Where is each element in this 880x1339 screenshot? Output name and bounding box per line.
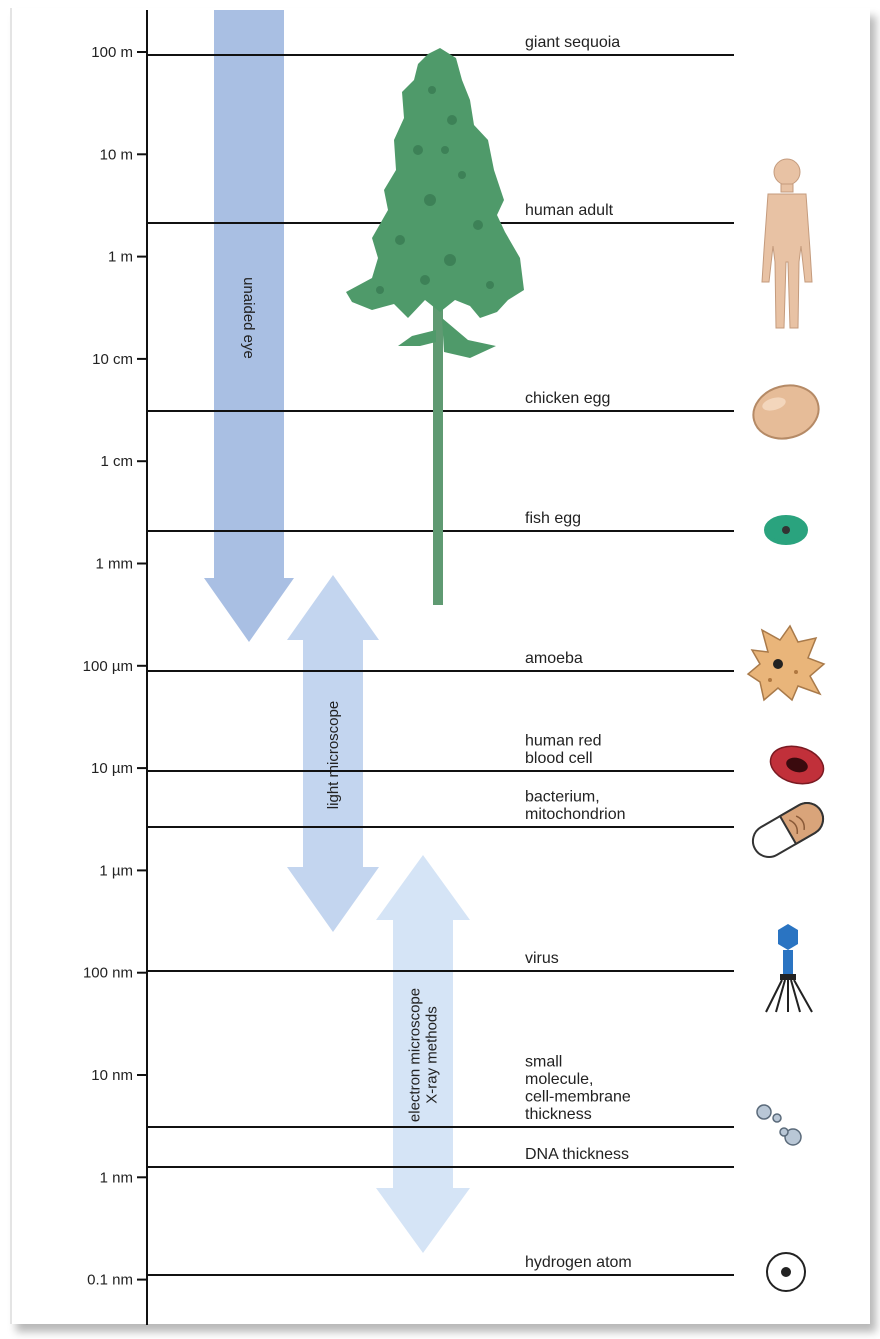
scale-tick-label: 1 µm	[99, 862, 133, 879]
item-label: bacterium,mitochondrion	[525, 789, 626, 824]
small-molecule-icon	[757, 1105, 801, 1145]
amoeba-icon	[748, 626, 824, 700]
scale-tick-label: 10 nm	[91, 1067, 133, 1084]
scale-tick-label: 10 m	[100, 146, 133, 163]
range-label: electron microscopeX-ray methods	[407, 988, 441, 1122]
item-label: giant sequoia	[525, 34, 620, 51]
scale-ticks: 100 m 10 m 1 m 10 cm 1 cm 1 mm 100 µm 10 µm 1 µm…	[83, 44, 147, 1289]
item-label: virus	[525, 950, 559, 967]
sequoia-tree-icon	[346, 48, 524, 605]
range-label: light microscope	[325, 701, 342, 809]
fish-egg-icon	[766, 517, 806, 543]
item-label: human adult	[525, 202, 614, 219]
item-label: amoeba	[525, 650, 583, 667]
scale-tick-label: 100 m	[91, 44, 133, 61]
human-figure-icon	[762, 159, 812, 328]
scale-tick-label: 0.1 nm	[87, 1272, 133, 1289]
hydrogen-atom-icon	[767, 1253, 805, 1291]
chicken-egg-icon	[747, 378, 824, 445]
scale-tick-label: 100 µm	[83, 658, 133, 675]
red-blood-cell-icon	[766, 741, 827, 790]
virus-icon	[766, 924, 812, 1012]
scale-tick-label: 1 cm	[100, 453, 133, 470]
item-label: fish egg	[525, 510, 581, 527]
scale-tick-label: 10 cm	[92, 351, 133, 368]
item-label: hydrogen atom	[525, 1254, 632, 1271]
item-labels: giant sequoia human adult chicken egg fish …	[525, 34, 632, 1271]
scale-tick-label: 1 nm	[100, 1169, 133, 1186]
item-label: DNA thickness	[525, 1146, 629, 1163]
scale-tick-label: 10 µm	[91, 760, 133, 777]
scale-tick-label: 1 m	[108, 249, 133, 266]
scale-tick-label: 100 nm	[83, 965, 133, 982]
item-label: chicken egg	[525, 390, 610, 407]
range-label: unaided eye	[240, 277, 257, 359]
bacterium-icon	[747, 797, 829, 863]
scale-tick-label: 1 mm	[96, 556, 134, 573]
